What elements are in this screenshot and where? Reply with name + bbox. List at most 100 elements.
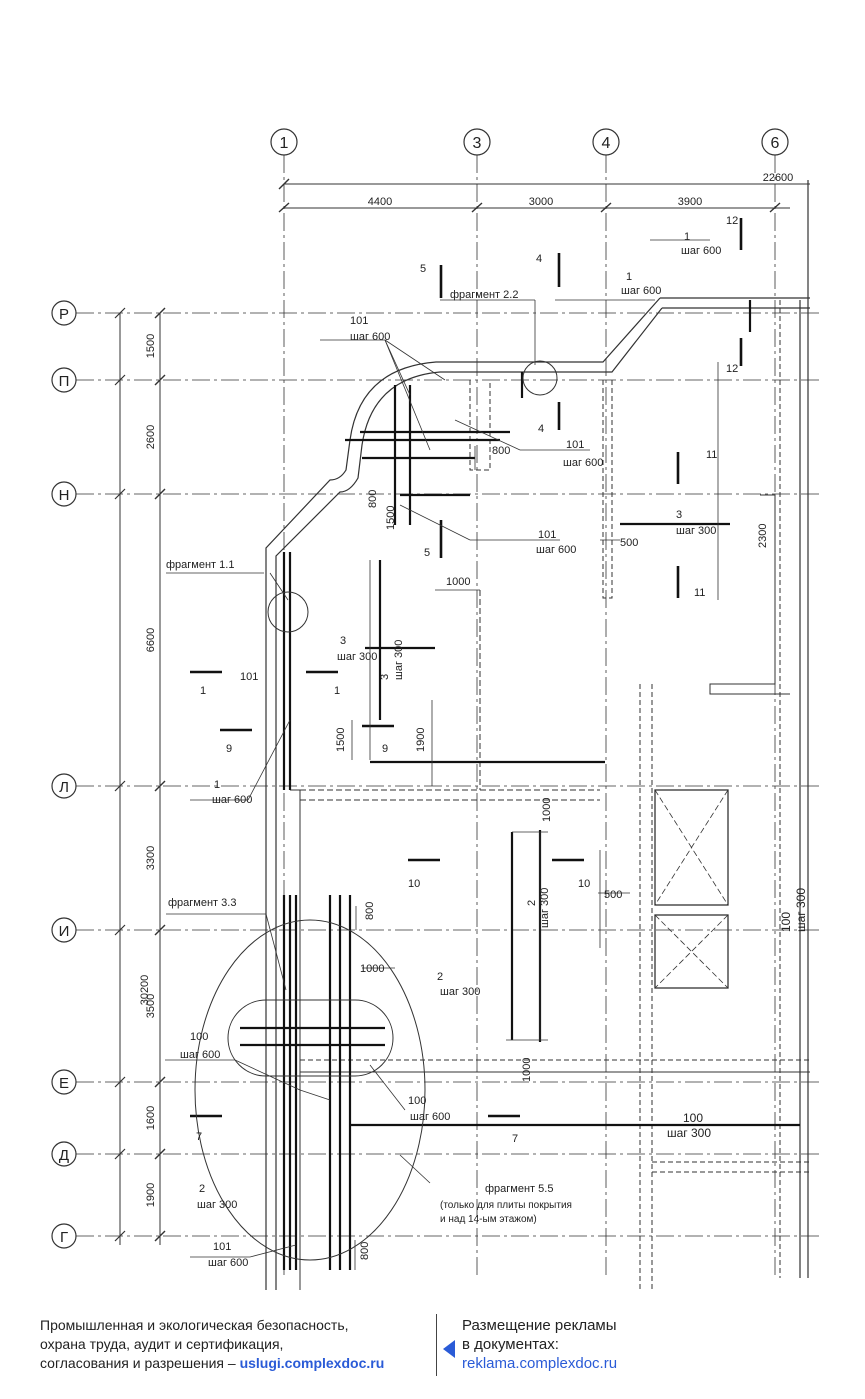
plan-label: шаг 300 (393, 640, 405, 680)
plan-label: 1900 (415, 728, 427, 752)
plan-label: 1500 (335, 728, 347, 752)
dim-tick-v (154, 1076, 166, 1088)
plan-label: 1 (334, 685, 340, 697)
dim-tick-v (154, 1148, 166, 1160)
plan-label: фрагмент 3.3 (168, 897, 236, 909)
plan-label: фрагмент 1.1 (166, 559, 234, 571)
plan-path (548, 307, 663, 373)
plan-label: шаг 600 (208, 1257, 248, 1269)
footer-right-line2: в документах: (462, 1336, 559, 1353)
plan-label: шаг 600 (681, 245, 721, 257)
dim-label-total-v: 30200 (139, 975, 151, 1006)
footer-ads-link[interactable]: reklama.complexdoc.ru (462, 1355, 618, 1372)
footer-ads-text: Размещение рекламы в документах: reklama… (462, 1316, 702, 1373)
dim-label-v: 6600 (145, 628, 157, 652)
plan-label: 100 (190, 1031, 208, 1043)
dim-tick (471, 202, 483, 213)
plan-label: шаг 300 (794, 888, 808, 932)
dim-label-v: 3500 (145, 994, 157, 1018)
leader-line (384, 339, 411, 396)
leader-line (234, 1059, 301, 1091)
plan-label: 1000 (521, 1058, 533, 1082)
plan-label: 100 (683, 1111, 703, 1125)
plan-label: 101 (350, 315, 368, 327)
leader-line (249, 1244, 297, 1258)
dim-label: 4400 (368, 196, 392, 208)
plan-path (469, 380, 491, 471)
plan-label: фрагмент 5.5 (485, 1183, 553, 1195)
plan-label: шаг 600 (410, 1111, 450, 1123)
dim-tick-v (114, 1148, 126, 1160)
fragment-outline (227, 999, 394, 1077)
dim-label-total: 22600 (763, 172, 794, 184)
footer-services-link[interactable]: uslugi.complexdoc.ru (239, 1355, 385, 1371)
plan-label: шаг 600 (563, 457, 603, 469)
dim-tick-v (114, 374, 126, 386)
plan-label: 5 (420, 263, 426, 275)
plan-path (275, 371, 548, 1290)
dim-tick (600, 202, 612, 213)
plan-label: 1 (200, 685, 206, 697)
plan-label: 101 (566, 439, 584, 451)
plan-label: 10 (408, 878, 420, 890)
footer-left-line3-text: согласования и разрешения – (40, 1355, 240, 1371)
axis-label-h: Д (59, 1147, 69, 1164)
plan-label: 1 (214, 779, 220, 791)
dim-tick (769, 202, 781, 213)
plan-label: 101 (240, 671, 258, 683)
fragment-ellipse (194, 919, 426, 1261)
dim-tick-v (114, 1076, 126, 1088)
dim-tick-v (114, 307, 126, 319)
plan-label: 3 (379, 674, 391, 680)
dim-tick (278, 202, 290, 213)
dim-tick-v (114, 488, 126, 500)
plan-label: 4 (536, 253, 542, 265)
axis-label-v: 4 (602, 135, 611, 152)
plan-label: шаг 300 (197, 1199, 237, 1211)
plan-label: шаг 600 (350, 331, 390, 343)
plan-label: 101 (538, 529, 556, 541)
dim-tick-v (154, 1230, 166, 1242)
dim-label-v: 2600 (145, 425, 157, 449)
plan-label: 1500 (385, 506, 397, 530)
leader-line (384, 339, 431, 451)
plan-label: 800 (367, 490, 379, 508)
plan-label: 9 (382, 743, 388, 755)
axis-label-v: 3 (473, 135, 482, 152)
fragment-circle (267, 591, 309, 633)
leader-line (369, 1064, 406, 1111)
plan-path (545, 297, 661, 363)
axis-label-h: Г (60, 1229, 68, 1246)
plan-label: 1000 (541, 798, 553, 822)
dim-label: 3000 (529, 196, 553, 208)
dim-label-v: 1900 (145, 1183, 157, 1207)
leader-line (299, 1089, 331, 1101)
dim-tick-v (154, 924, 166, 936)
plan-label: фрагмент 2.2 (450, 289, 518, 301)
plan-label: шаг 300 (667, 1126, 711, 1140)
plan-label: 2 (199, 1183, 205, 1195)
axis-label-h: Р (59, 306, 69, 323)
footer: Промышленная и экологическая безопасност… (0, 1300, 865, 1399)
axis-label-h: Е (59, 1075, 69, 1092)
footer-left-line1: Промышленная и экологическая безопасност… (40, 1317, 349, 1333)
plan-label: 3 (340, 635, 346, 647)
axis-label-h: П (59, 373, 70, 390)
plan-label: 2 (437, 971, 443, 983)
plan-path (654, 914, 729, 989)
plan-label: 100 (779, 912, 793, 932)
plan-label: 1000 (360, 963, 384, 975)
axis-label-h: И (59, 923, 70, 940)
plan-label: 500 (620, 537, 638, 549)
plan-label: 101 (213, 1241, 231, 1253)
plan-label: 5 (424, 547, 430, 559)
plan-path (602, 380, 613, 599)
footer-services-text: Промышленная и экологическая безопасност… (40, 1316, 430, 1373)
leader-line (399, 504, 471, 541)
plan-label: 800 (492, 445, 510, 457)
dim-tick-v (114, 780, 126, 792)
dim-label-v: 1600 (145, 1106, 157, 1130)
dim-label-v: 1500 (145, 334, 157, 358)
axis-label-v: 6 (771, 135, 780, 152)
